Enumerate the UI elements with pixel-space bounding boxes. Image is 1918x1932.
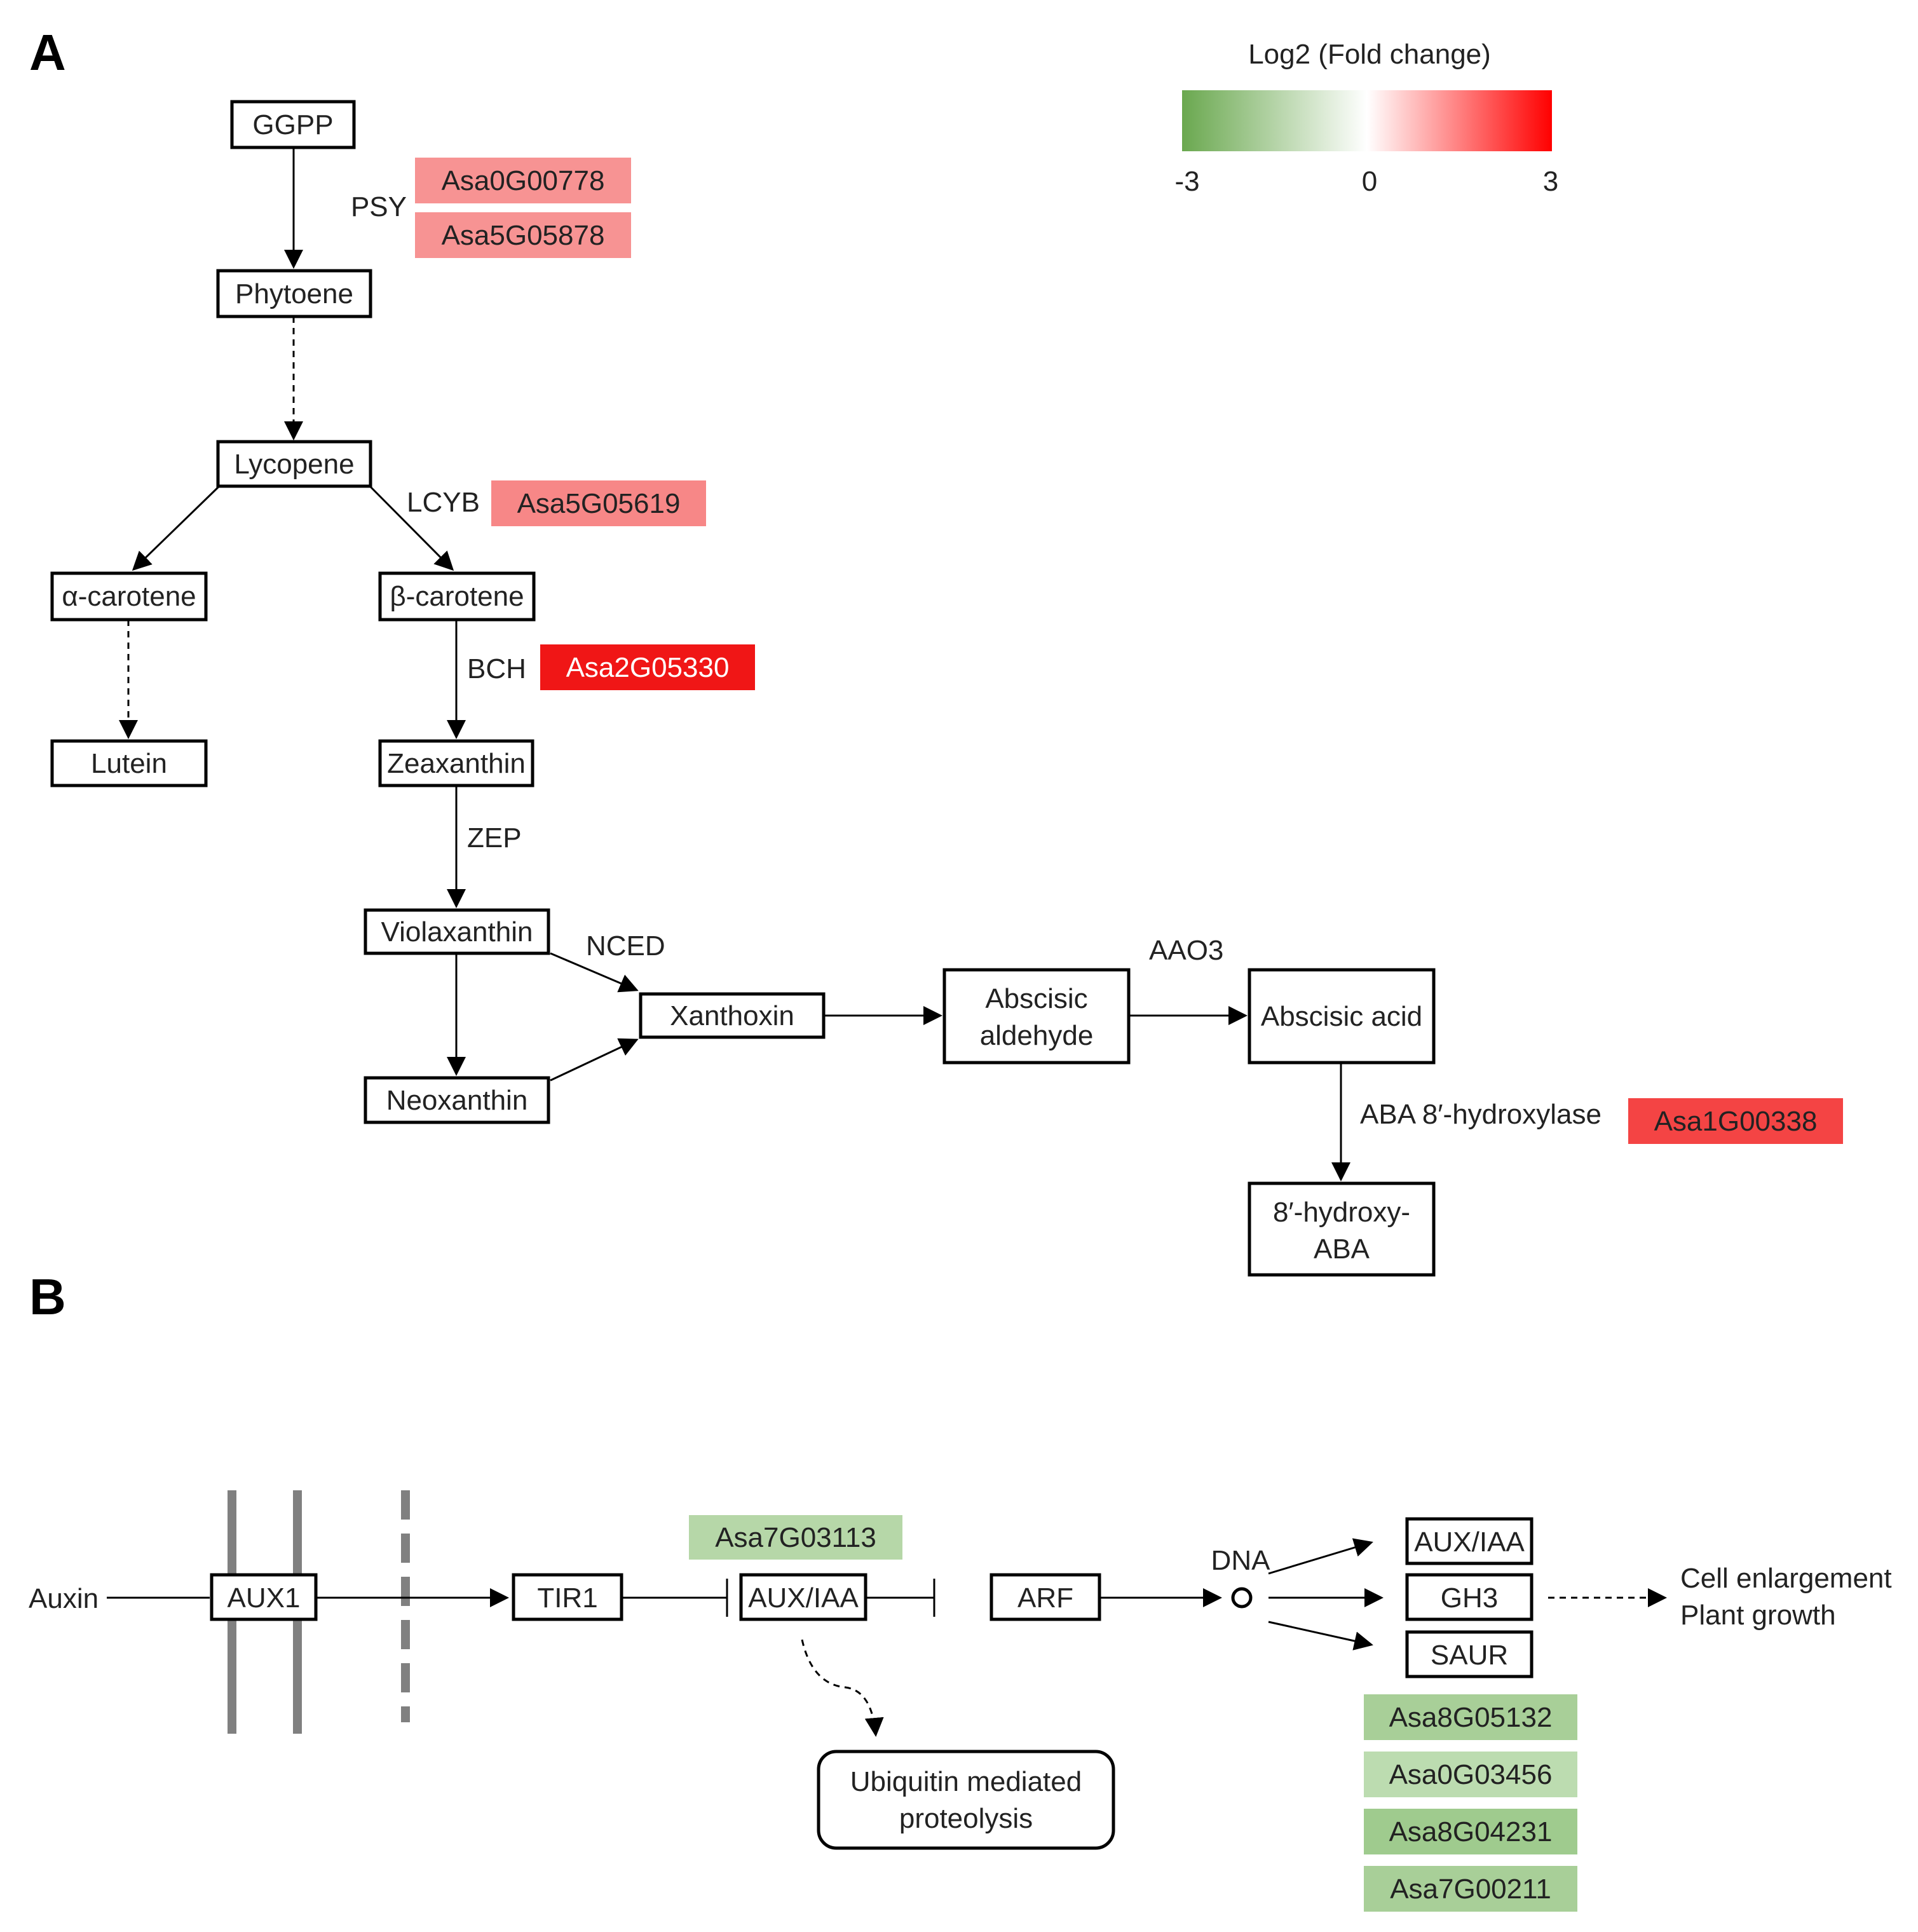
gene-saur-2: Asa0G03456	[1389, 1759, 1553, 1790]
gene-psy-2-box	[415, 212, 631, 258]
edge-lycopene-alpha-carotene	[132, 485, 221, 571]
node-saur-box	[1405, 1630, 1534, 1678]
node-ubiquitin-line-1: Ubiquitin mediated	[850, 1766, 1082, 1797]
node-gh3: GH3	[1441, 1582, 1498, 1614]
gene-saur-3: Asa8G04231	[1389, 1816, 1553, 1847]
node-phytoene: Phytoene	[235, 278, 353, 310]
enzyme-zep: ZEP	[467, 822, 522, 854]
node-xanthoxin-box	[639, 992, 826, 1039]
node-lycopene: Lycopene	[234, 449, 354, 480]
node-violaxanthin: Violaxanthin	[381, 916, 533, 948]
panel-a-carotenoid-aba-pathway: GGPP Phytoene Lycopene α-carotene β-caro…	[50, 100, 1843, 1277]
gene-psy-2: Asa5G05878	[442, 220, 605, 251]
node-abscisic-aldehyde-box	[942, 968, 1131, 1065]
node-alpha-carotene-box	[50, 571, 208, 622]
edge-neoxanthin-xanthoxin	[550, 1038, 639, 1082]
gene-saur-3-box	[1364, 1809, 1577, 1854]
gene-lcyb: Asa5G05619	[517, 488, 681, 519]
gene-aba-hydroxylase-box	[1628, 1098, 1843, 1144]
node-hydroxy-aba-box	[1248, 1181, 1436, 1277]
edge-dna-saur	[1268, 1621, 1373, 1650]
node-beta-carotene: β-carotene	[390, 581, 524, 612]
gene-saur-2-box	[1364, 1752, 1577, 1797]
node-aux-iaa-target: AUX/IAA	[1414, 1527, 1525, 1558]
gene-bch: Asa2G05330	[566, 652, 730, 683]
node-neoxanthin: Neoxanthin	[386, 1085, 528, 1116]
legend-title: Log2 (Fold change)	[1248, 39, 1491, 70]
node-saur: SAUR	[1431, 1640, 1508, 1671]
node-tir1-box	[512, 1573, 623, 1621]
node-lutein-box	[50, 739, 208, 787]
node-hydroxy-aba-line-1: 8′-hydroxy-	[1273, 1197, 1410, 1228]
panel-label-a: A	[29, 24, 66, 81]
node-tir1: TIR1	[537, 1582, 597, 1614]
node-lycopene-box	[216, 440, 372, 488]
gene-saur-4: Asa7G00211	[1390, 1874, 1551, 1905]
gene-lcyb-box	[491, 480, 706, 526]
dna-label: DNA	[1211, 1545, 1271, 1576]
outcome-plant-growth: Plant growth	[1680, 1600, 1836, 1631]
gene-psy-1: Asa0G00778	[442, 165, 605, 196]
auxin-label: Auxin	[29, 1583, 99, 1614]
node-zeaxanthin: Zeaxanthin	[387, 748, 526, 779]
edge-aux-iaa-ubiquitin	[801, 1639, 884, 1737]
gene-psy-1-box	[415, 158, 631, 203]
node-neoxanthin-box	[364, 1076, 550, 1124]
node-aux-iaa-box	[739, 1573, 867, 1621]
node-abscisic-aldehyde-line-1: Abscisic	[985, 983, 1087, 1014]
legend-mid-label: 0	[1362, 166, 1377, 197]
node-aux1-box	[210, 1573, 318, 1621]
node-ggpp-box	[230, 100, 356, 149]
node-ubiquitin-line-2: proteolysis	[899, 1803, 1033, 1834]
node-abscisic-acid: Abscisic acid	[1261, 1001, 1422, 1032]
node-ggpp: GGPP	[252, 109, 333, 140]
gene-aba-hydroxylase: Asa1G00338	[1654, 1106, 1818, 1137]
edge-dna-aux-iaa	[1268, 1538, 1373, 1575]
fold-change-legend: Log2 (Fold change) -3 0 3	[1174, 39, 1558, 197]
gene-saur-1-box	[1364, 1694, 1577, 1740]
enzyme-aba-hydroxylase: ABA 8′-hydroxylase	[1360, 1099, 1602, 1130]
enzyme-bch: BCH	[467, 653, 526, 684]
node-alpha-carotene: α-carotene	[62, 581, 196, 612]
node-arf: ARF	[1017, 1582, 1073, 1614]
gene-bch-box	[540, 644, 755, 690]
enzyme-aao3: AAO3	[1149, 935, 1223, 966]
outcome-cell-enlargement: Cell enlargement	[1680, 1563, 1892, 1594]
node-phytoene-box	[216, 269, 372, 318]
node-zeaxanthin-box	[378, 739, 534, 787]
node-beta-carotene-box	[378, 571, 536, 622]
dna-marker	[1231, 1587, 1253, 1609]
legend-color-scale	[1182, 90, 1552, 151]
panel-label-b: B	[29, 1269, 66, 1325]
node-aux1: AUX1	[228, 1582, 301, 1614]
node-ubiquitin-box	[817, 1750, 1115, 1850]
node-lutein: Lutein	[91, 748, 167, 779]
gene-aux-iaa-box	[689, 1515, 902, 1560]
edge-violaxanthin-xanthoxin	[550, 952, 639, 993]
gene-saur-1: Asa8G05132	[1389, 1702, 1553, 1733]
node-xanthoxin: Xanthoxin	[670, 1000, 794, 1031]
gene-saur-4-box	[1364, 1866, 1577, 1912]
edge-lycopene-beta-carotene	[369, 485, 454, 571]
node-arf-box	[990, 1573, 1101, 1621]
node-abscisic-acid-box	[1248, 968, 1436, 1065]
node-gh3-box	[1405, 1573, 1534, 1621]
node-aux-iaa: AUX/IAA	[748, 1582, 859, 1614]
node-violaxanthin-box	[364, 908, 550, 955]
node-hydroxy-aba-line-2: ABA	[1314, 1234, 1370, 1265]
gene-aux-iaa: Asa7G03113	[715, 1522, 876, 1553]
legend-min-label: -3	[1174, 166, 1199, 197]
legend-max-label: 3	[1543, 166, 1558, 197]
node-aux-iaa-target-box	[1405, 1517, 1534, 1565]
enzyme-lcyb: LCYB	[407, 487, 480, 518]
panel-b-auxin-signaling: Auxin DNA Cell enlargement Plant growth …	[29, 1490, 1892, 1912]
enzyme-psy: PSY	[351, 191, 407, 222]
node-abscisic-aldehyde-line-2: aldehyde	[980, 1020, 1094, 1051]
enzyme-nced: NCED	[586, 930, 665, 962]
